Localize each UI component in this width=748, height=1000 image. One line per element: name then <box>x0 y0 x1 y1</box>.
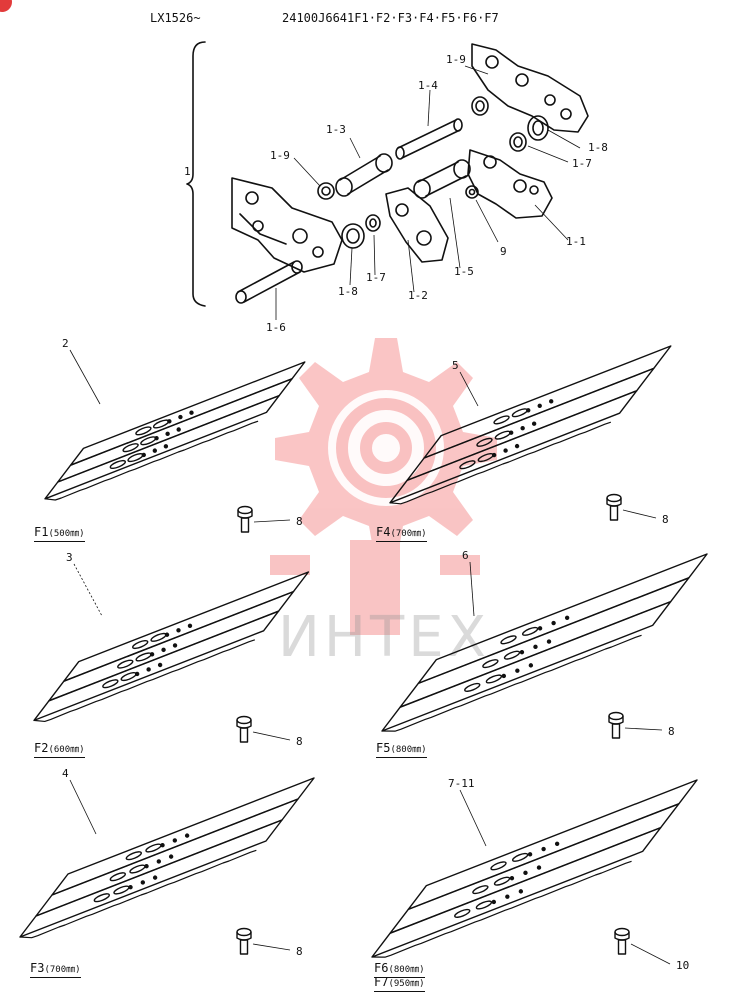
shoe-panel-f6 <box>371 779 698 965</box>
bolt-ref-label: 8 <box>662 513 669 526</box>
panel-caption-f7: F7(950㎜) <box>374 976 425 992</box>
part-label-1-9-right: 1-9 <box>446 53 466 66</box>
shoe-plate <box>19 819 283 938</box>
assembly-bracket <box>186 41 206 307</box>
shoe-plate <box>399 577 690 708</box>
bolt-ref-label: 8 <box>296 515 303 528</box>
bolt-ref-label: 8 <box>296 735 303 748</box>
track-pin-icon <box>235 260 303 304</box>
track-chain-assembly <box>186 41 589 320</box>
panel-width: (600㎜) <box>48 745 85 755</box>
shoe-plate <box>63 571 310 682</box>
panel-width: (800㎜) <box>390 745 427 755</box>
part-label-1-5: 1-5 <box>454 265 474 278</box>
panel-caption-f2: F2(600㎜) <box>34 742 85 758</box>
shoe-plate <box>417 553 708 685</box>
part-label-1-3: 1-3 <box>326 123 346 136</box>
part-label-1-9-left: 1-9 <box>270 149 290 162</box>
shoe-plate <box>389 390 638 504</box>
shoe-plate <box>48 590 295 702</box>
panel-width: (800㎜) <box>388 965 425 975</box>
panel-caption-f4: F4(700㎜) <box>376 526 427 542</box>
panel-caption-f6: F6(800㎜) <box>374 962 425 978</box>
watermark-text: ИНТЕХ <box>278 605 490 670</box>
panel-ref-5: 5 <box>452 359 459 372</box>
bushing-icon <box>335 153 393 197</box>
bolt-icon <box>237 505 253 533</box>
bolt-icon <box>614 927 630 955</box>
corner-marker <box>0 0 12 12</box>
part-label-1-2: 1-2 <box>408 289 428 302</box>
bolt-icon <box>606 493 622 521</box>
bolt-ref-label: 8 <box>296 945 303 958</box>
panel-ref-4: 4 <box>62 767 69 780</box>
shoe-plate <box>57 378 293 483</box>
shoe-panel-f2 <box>33 563 310 743</box>
shoe-plate <box>389 803 680 934</box>
part-label-1-8-right: 1-8 <box>588 141 608 154</box>
panel-width: (500㎜) <box>48 529 85 539</box>
panel-width: (700㎜) <box>44 965 81 975</box>
serial-range: LX1526~ <box>150 11 201 25</box>
part-label-1-1: 1-1 <box>566 235 586 248</box>
bolt-ref-label: 10 <box>676 959 690 972</box>
shoe-plate <box>69 361 306 466</box>
part-label-1-7-left: 1-7 <box>366 271 386 284</box>
shoe-plate <box>381 600 672 732</box>
shoe-plate <box>35 798 299 917</box>
part-label-9: 9 <box>500 245 507 258</box>
panel-caption-f1: F1(500㎜) <box>34 526 85 542</box>
part-label-1-4: 1-4 <box>418 79 438 92</box>
shoe-plate <box>33 610 280 722</box>
panel-width: (950㎜) <box>388 979 425 989</box>
bolt-icon <box>236 927 252 955</box>
shoe-plate <box>406 367 655 482</box>
track-link-icon <box>231 177 343 273</box>
part-label-1: 1 <box>184 165 191 178</box>
panel-ref-3: 3 <box>66 551 73 564</box>
shoe-plate <box>51 777 315 896</box>
shoe-panel-f1 <box>44 349 306 533</box>
bolt-icon <box>236 715 252 743</box>
panel-ref-6: 6 <box>462 549 469 562</box>
part-code: 24100J6641F1·F2·F3·F4·F5·F6·F7 <box>282 11 499 25</box>
part-label-1-8-left: 1-8 <box>338 285 358 298</box>
shoe-panel-f4 <box>389 345 672 521</box>
bolt-ref-label: 8 <box>668 725 675 738</box>
panel-caption-f3: F3(700㎜) <box>30 962 81 978</box>
shoe-panel-f5 <box>381 553 708 739</box>
panel-ref-2: 2 <box>62 337 69 350</box>
shoe-plate <box>407 779 698 911</box>
seal-ring-icon <box>317 182 335 200</box>
panel-width: (700㎜) <box>390 529 427 539</box>
panel-caption-f5: F5(800㎜) <box>376 742 427 758</box>
part-label-1-6: 1-6 <box>266 321 286 334</box>
panel-ref-7-11: 7-11 <box>448 777 475 790</box>
bolt-icon <box>608 711 624 739</box>
shoe-plate <box>44 394 280 500</box>
part-label-1-7-right: 1-7 <box>572 157 592 170</box>
shoe-plate <box>371 826 662 958</box>
shoe-panel-f3 <box>19 777 315 955</box>
